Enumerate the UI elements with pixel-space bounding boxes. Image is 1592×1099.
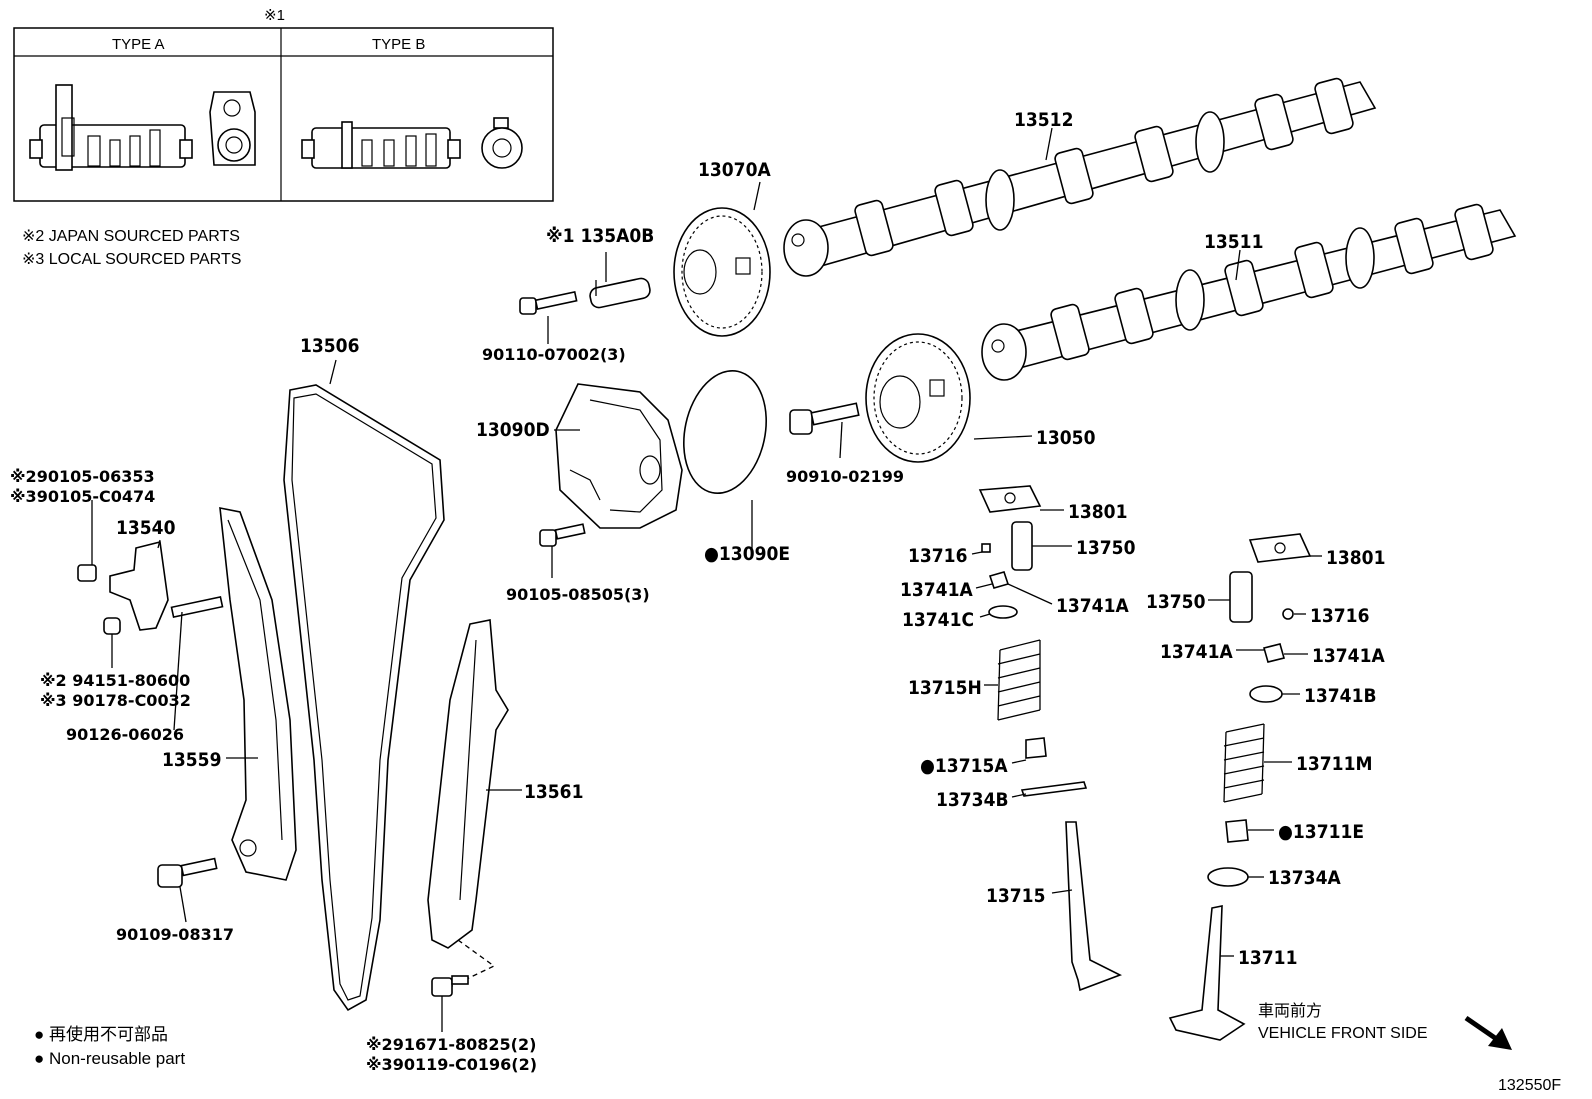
cam-timing-gear-13070A-drawing	[673, 207, 771, 337]
label-13715A: ●13715A	[920, 755, 1008, 777]
label-13734B: 13734B	[936, 789, 1009, 811]
label-90105-C0474: ※390105-C0474	[10, 487, 155, 506]
chain-tensioner-arm-13559-drawing	[219, 507, 297, 881]
type-b-header: TYPE B	[372, 36, 425, 53]
label-13716-b: 13716	[1310, 605, 1369, 627]
valve-spring-13711M-drawing	[1223, 723, 1265, 803]
type-b-oil-control-valve-drawing	[301, 117, 523, 169]
label-91671-80825: ※291671-80825(2)	[366, 1035, 536, 1054]
bolt-90105-08505-drawing	[539, 523, 586, 547]
direction-label-jp: 車両前方	[1258, 1002, 1322, 1020]
lash-adjuster-13750-a-drawing	[1011, 521, 1033, 571]
cap-13716-a-drawing	[981, 543, 991, 553]
label-13741A-a2: 13741A	[1056, 595, 1129, 617]
valve-spring-13715H-drawing	[997, 639, 1041, 721]
label-13711M: 13711M	[1296, 753, 1372, 775]
label-13715H: 13715H	[908, 677, 982, 699]
bolt-90910-drawing	[789, 402, 860, 435]
washer-13734A-drawing	[1207, 867, 1249, 887]
part-labels: 13512 13511 13070A ※1 135A0B 90110-07002…	[10, 109, 1385, 1074]
camshaft-13512-drawing	[783, 77, 1377, 277]
label-13715: 13715	[986, 885, 1045, 907]
label-13090D: 13090D	[476, 419, 550, 441]
bolt-90105-06353-drawing	[77, 564, 97, 582]
label-13716-a: 13716	[908, 545, 967, 567]
front-direction-arrow-icon	[1464, 1015, 1512, 1050]
label-13711: 13711	[1238, 947, 1297, 969]
stud-90126-drawing	[170, 595, 224, 619]
type-a-header: TYPE A	[112, 36, 165, 53]
label-13070A: 13070A	[698, 159, 771, 181]
label-13801-b: 13801	[1326, 547, 1385, 569]
valve-13715-drawing	[1065, 821, 1122, 992]
note-japan-sourced: ※2 JAPAN SOURCED PARTS	[22, 228, 240, 245]
leader-lines	[91, 127, 1322, 1032]
label-94151-80600: ※2 94151-80600	[40, 671, 190, 690]
chain-guide-13561-drawing	[427, 619, 509, 987]
label-90110-07002: 90110-07002(3)	[482, 345, 626, 364]
label-90126-06026: 90126-06026	[66, 725, 184, 744]
label-13506: 13506	[300, 335, 359, 357]
type-reference-box: ※1 TYPE A TYPE B	[13, 7, 554, 202]
valve-13711-drawing	[1168, 905, 1246, 1041]
keeper-13741A-b-drawing	[1263, 643, 1285, 663]
label-13512: 13512	[1014, 109, 1073, 131]
label-13741A-b1: 13741A	[1160, 641, 1233, 663]
legend-non-reusable-jp: ● 再使用不可部品	[34, 1024, 168, 1044]
label-13741B: 13741B	[1304, 685, 1377, 707]
label-13540: 13540	[116, 517, 176, 539]
label-13750-b: 13750	[1146, 591, 1206, 613]
timing-chain-13506-drawing	[283, 384, 445, 1012]
retainer-13741B-drawing	[1249, 685, 1283, 703]
type-a-oil-control-valve-drawing	[29, 84, 256, 171]
cap-13716-b-drawing	[1282, 608, 1294, 620]
label-13741C: 13741C	[902, 609, 974, 631]
oil-control-valve-135A0B-drawing	[589, 277, 651, 309]
label-13750-a: 13750	[1076, 537, 1136, 559]
timing-chain-cover-13090D-drawing	[555, 383, 683, 529]
bolt-90109-drawing	[157, 857, 218, 888]
label-135A0B: ※1 135A0B	[546, 225, 654, 247]
rocker-arm-13801-a-drawing	[978, 485, 1042, 513]
stem-seal-13715A-drawing	[1025, 737, 1047, 759]
label-90178-C0032: ※3 90178-C0032	[40, 691, 191, 710]
direction-label-en: VEHICLE FRONT SIDE	[1258, 1025, 1428, 1042]
label-90105-06353: ※290105-06353	[10, 467, 155, 486]
rocker-arm-13801-b-drawing	[1248, 533, 1312, 563]
chain-tensioner-13540-drawing	[109, 541, 169, 631]
figure-id: 132550F	[1498, 1077, 1561, 1094]
footnote-ref-1: ※1	[264, 7, 285, 24]
washer-13734B-drawing	[1020, 781, 1088, 797]
stem-seal-13711E-drawing	[1225, 819, 1249, 843]
bolt-91671-drawing	[431, 975, 469, 997]
label-13050: 13050	[1036, 427, 1096, 449]
legend-non-reusable-en: ● Non-reusable part	[34, 1049, 185, 1068]
bolt-90110-drawing	[519, 290, 578, 315]
camshaft-13511-drawing	[981, 203, 1517, 381]
label-13734A: 13734A	[1268, 867, 1341, 889]
keeper-13741A-a-drawing	[988, 571, 1010, 589]
label-13561: 13561	[524, 781, 583, 803]
label-90119-C0196: ※390119-C0196(2)	[366, 1055, 537, 1074]
lash-adjuster-13750-b-drawing	[1229, 571, 1253, 623]
label-13559: 13559	[162, 749, 221, 771]
note-local-sourced: ※3 LOCAL SOURCED PARTS	[22, 251, 241, 268]
cam-timing-gear-13050-drawing	[865, 333, 971, 463]
label-13741A-b2: 13741A	[1312, 645, 1385, 667]
label-13090E: ●13090E	[704, 543, 790, 565]
label-90105-08505: 90105-08505(3)	[506, 585, 650, 604]
label-13741A-a1: 13741A	[900, 579, 973, 601]
label-90910-02199: 90910-02199	[786, 467, 904, 486]
oring-13090E-drawing	[683, 369, 767, 495]
label-13801-a: 13801	[1068, 501, 1127, 523]
label-90109-08317: 90109-08317	[116, 925, 234, 944]
nut-94151-drawing	[103, 617, 121, 635]
label-13511: 13511	[1204, 231, 1263, 253]
label-13711E: ●13711E	[1278, 821, 1364, 843]
retainer-13741C-drawing	[988, 605, 1018, 619]
